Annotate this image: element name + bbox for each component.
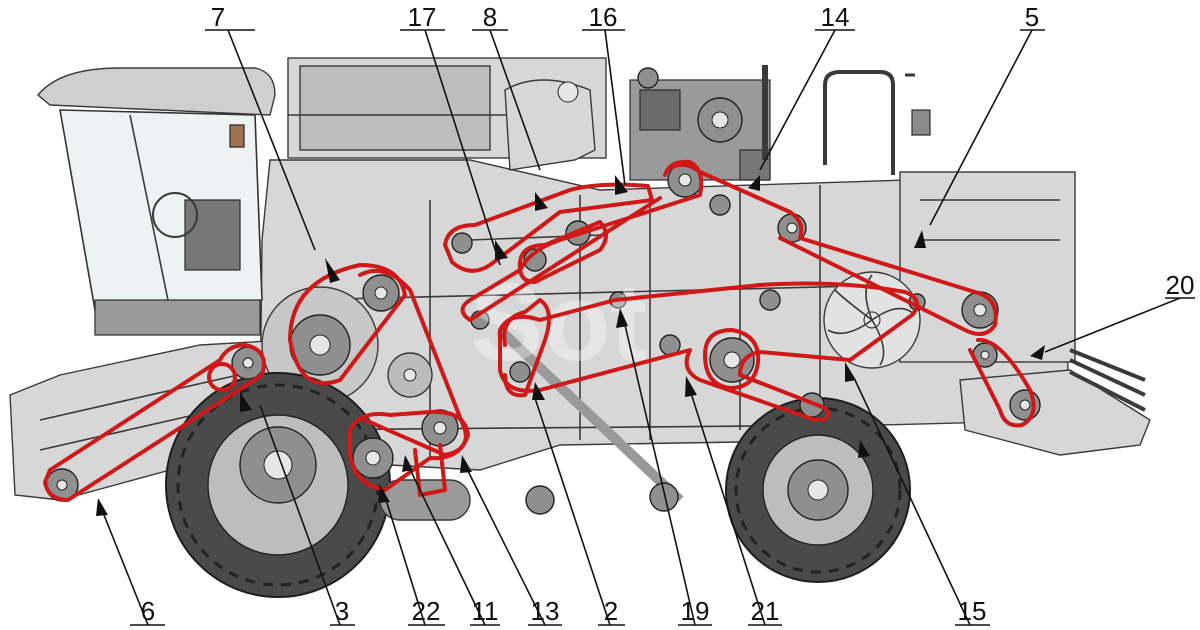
cab-seat: [184, 199, 241, 271]
callout-11: 11: [472, 596, 499, 626]
belt-auger: [517, 220, 608, 284]
callout-6: 6: [141, 596, 155, 626]
belt-drives: [43, 159, 1036, 502]
front-wheel: [165, 372, 391, 598]
callout-13: 13: [531, 596, 560, 626]
belt-elevator: [502, 298, 551, 398]
belt-header-drive: [43, 343, 266, 502]
callout-19: 19: [681, 596, 710, 626]
engine: [629, 67, 771, 181]
belt-fan-loop: [703, 328, 761, 390]
callout-14: 14: [821, 2, 850, 32]
belt-threshing: [288, 263, 407, 386]
belt-sieve-drive: [498, 281, 920, 422]
callout-22: 22: [412, 596, 441, 626]
callout-15: 15: [958, 596, 987, 626]
rotation-arrows: [96, 175, 1045, 516]
belt-rear-chopper: [968, 337, 1036, 428]
callout-20: 20: [1166, 270, 1195, 300]
belt-main-drive: [668, 162, 998, 336]
callout-labels: 7 17 8 16 14 5 20 6 3 22 11 13 2 19 21 1…: [141, 2, 1195, 626]
handrail: [823, 70, 895, 175]
rear-wheel: [725, 397, 911, 583]
belt-lower-chain: [413, 443, 447, 497]
belt-lower-left: [348, 409, 470, 492]
callout-7: 7: [211, 2, 225, 32]
callout-5: 5: [1025, 2, 1039, 32]
callout-leaders: [101, 29, 1195, 626]
callout-21: 21: [751, 596, 780, 626]
callout-3: 3: [335, 596, 349, 626]
operator-cab: [37, 67, 276, 336]
callout-2: 2: [604, 596, 618, 626]
cab-roof: [37, 67, 276, 116]
beater-wheel: [387, 352, 433, 398]
callout-8: 8: [483, 2, 497, 32]
straw-chopper: [959, 369, 1151, 456]
callout-17: 17: [408, 2, 437, 32]
unloading-spout: [504, 79, 596, 171]
callout-16: 16: [589, 2, 618, 32]
